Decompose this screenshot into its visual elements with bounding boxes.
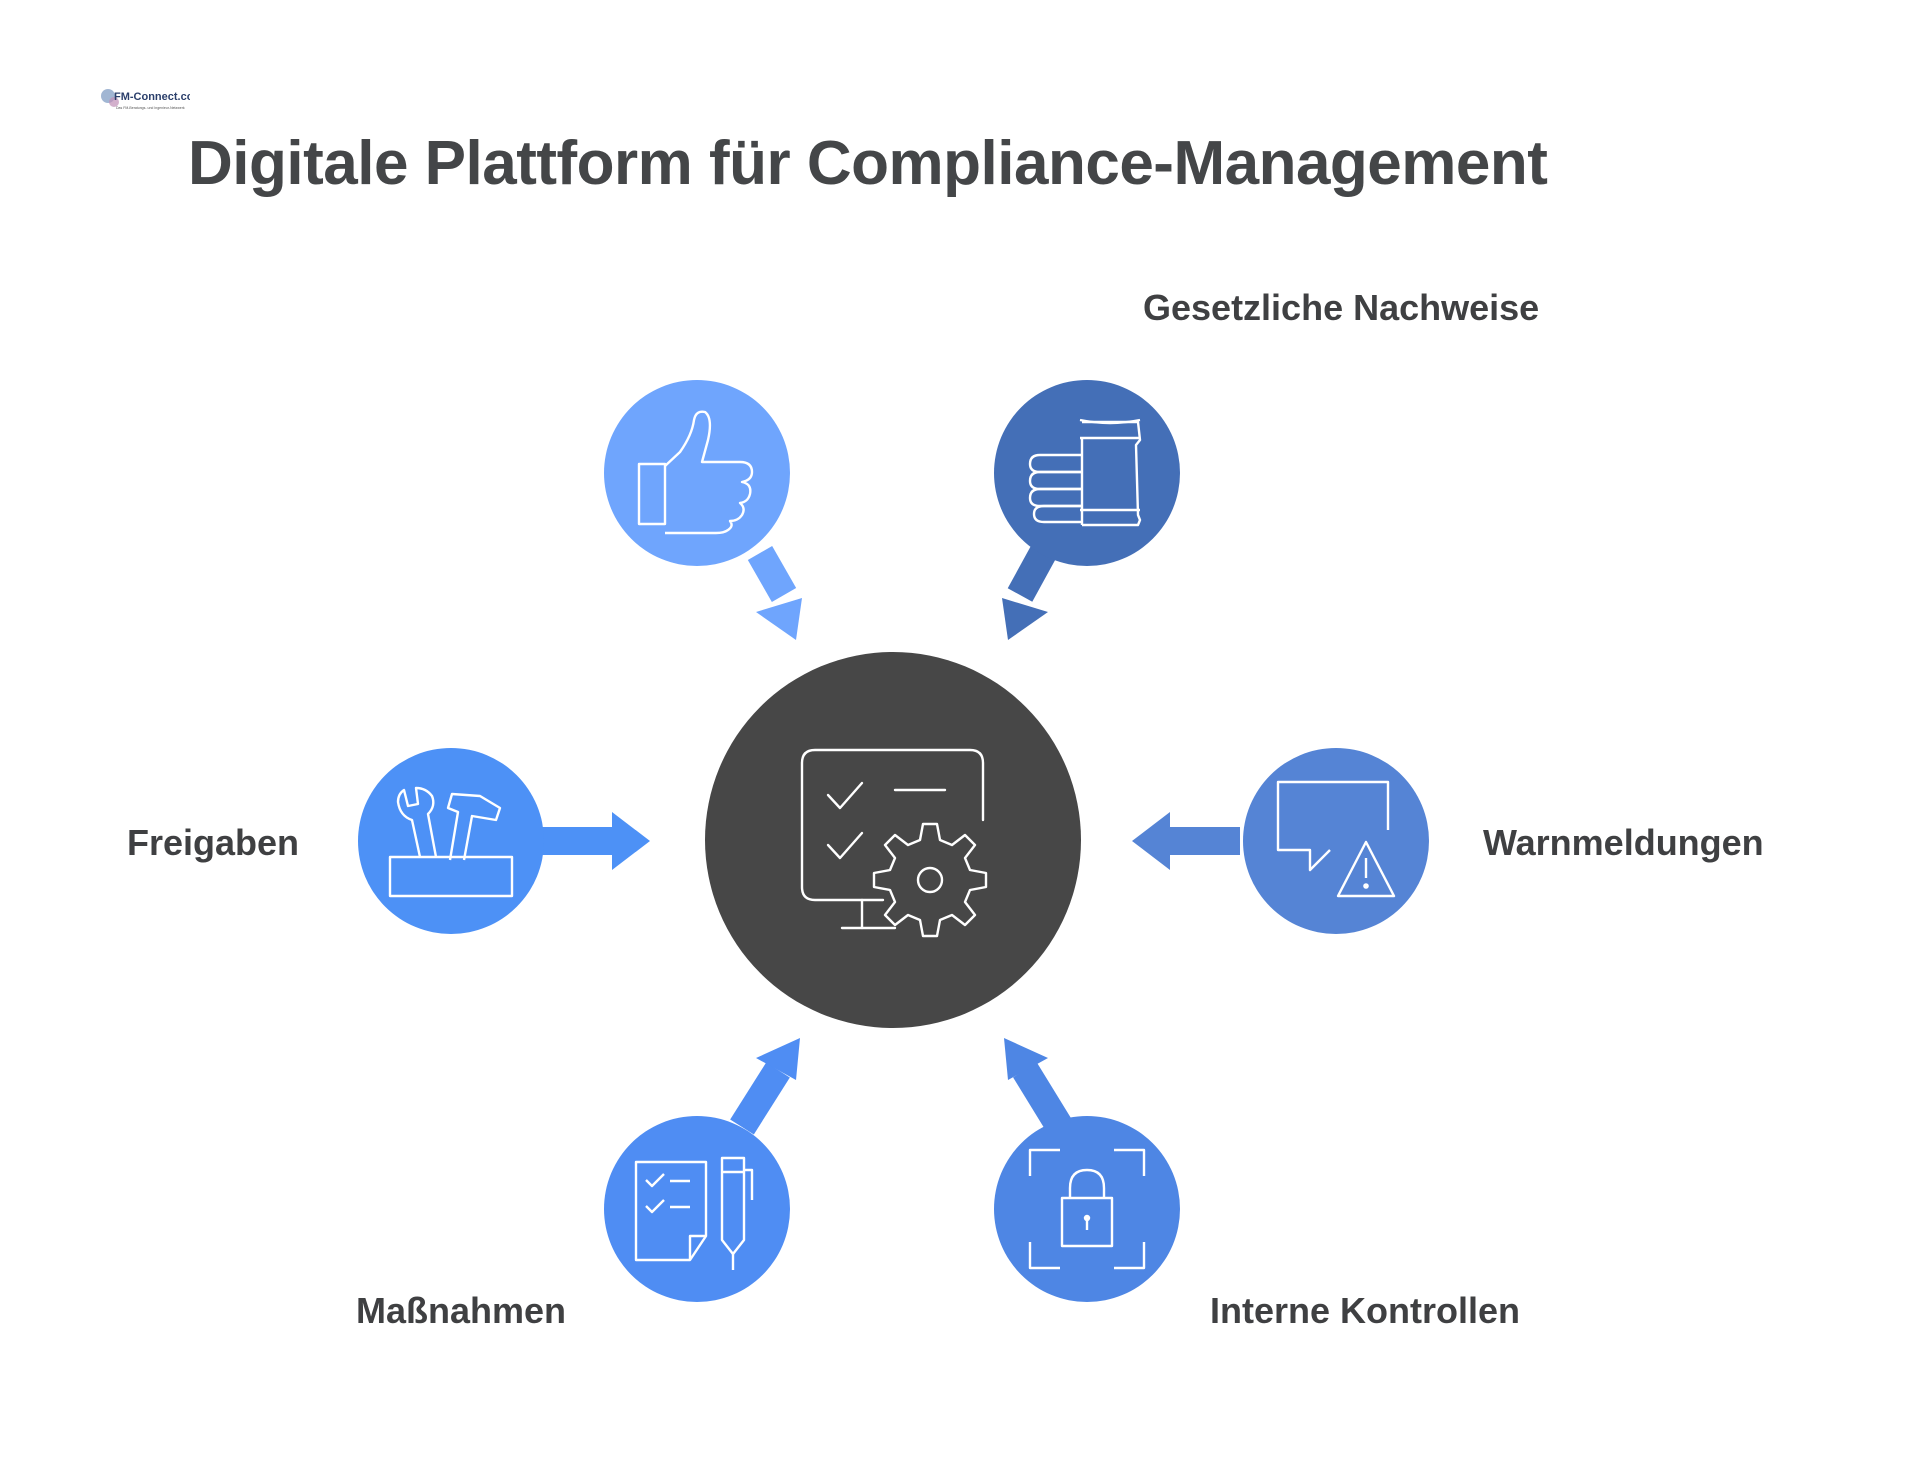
toolbox-wrench-hammer-icon (388, 786, 514, 898)
thumbs-up-icon (637, 410, 754, 535)
monitor-checklist-gear-icon (800, 748, 988, 938)
arrow-kontrollen-to-center (1004, 1038, 1072, 1135)
checklist-pen-icon (634, 1156, 754, 1270)
arrow-freigaben-to-center (538, 812, 650, 870)
gesetzliche-node (994, 380, 1180, 566)
chat-warning-icon (1276, 780, 1396, 898)
arrow-gesetzliche-to-center (1002, 546, 1056, 640)
arrow-massnahmen-to-center (730, 1038, 800, 1135)
arrow-thumbs-to-center (747, 546, 802, 640)
thumbs-up-node (604, 380, 790, 566)
kontrollen-node (994, 1116, 1180, 1302)
label-freigaben: Freigaben (127, 822, 300, 863)
label-gesetzliche-nachweise: Gesetzliche Nachweise (1143, 287, 1540, 328)
svg-text:FM-Connect.com: FM-Connect.com (114, 91, 190, 103)
center-node (705, 652, 1081, 1028)
label-interne-kontrollen: Interne Kontrollen (1210, 1290, 1521, 1331)
padlock-frame-icon (1028, 1148, 1146, 1270)
hand-documents-icon (1028, 418, 1142, 527)
page-title: Digitale Plattform für Compliance-Manage… (188, 129, 1548, 198)
freigaben-node (358, 748, 544, 934)
warn-node (1243, 748, 1429, 934)
massnahmen-node (604, 1116, 790, 1302)
svg-text:Das FM-Beratungs- und Ingenieu: Das FM-Beratungs- und Ingenieur-Netzwerk (116, 106, 185, 110)
label-warnmeldungen: Warnmeldungen (1483, 822, 1764, 863)
logo-icon: FM-Connect.com Das FM-Beratungs- und Ing… (101, 89, 203, 110)
arrow-warn-to-center (1132, 812, 1240, 870)
logo: FM-Connect.com Das FM-Beratungs- und Ing… (100, 84, 203, 118)
label-massnahmen: Maßnahmen (356, 1290, 567, 1331)
